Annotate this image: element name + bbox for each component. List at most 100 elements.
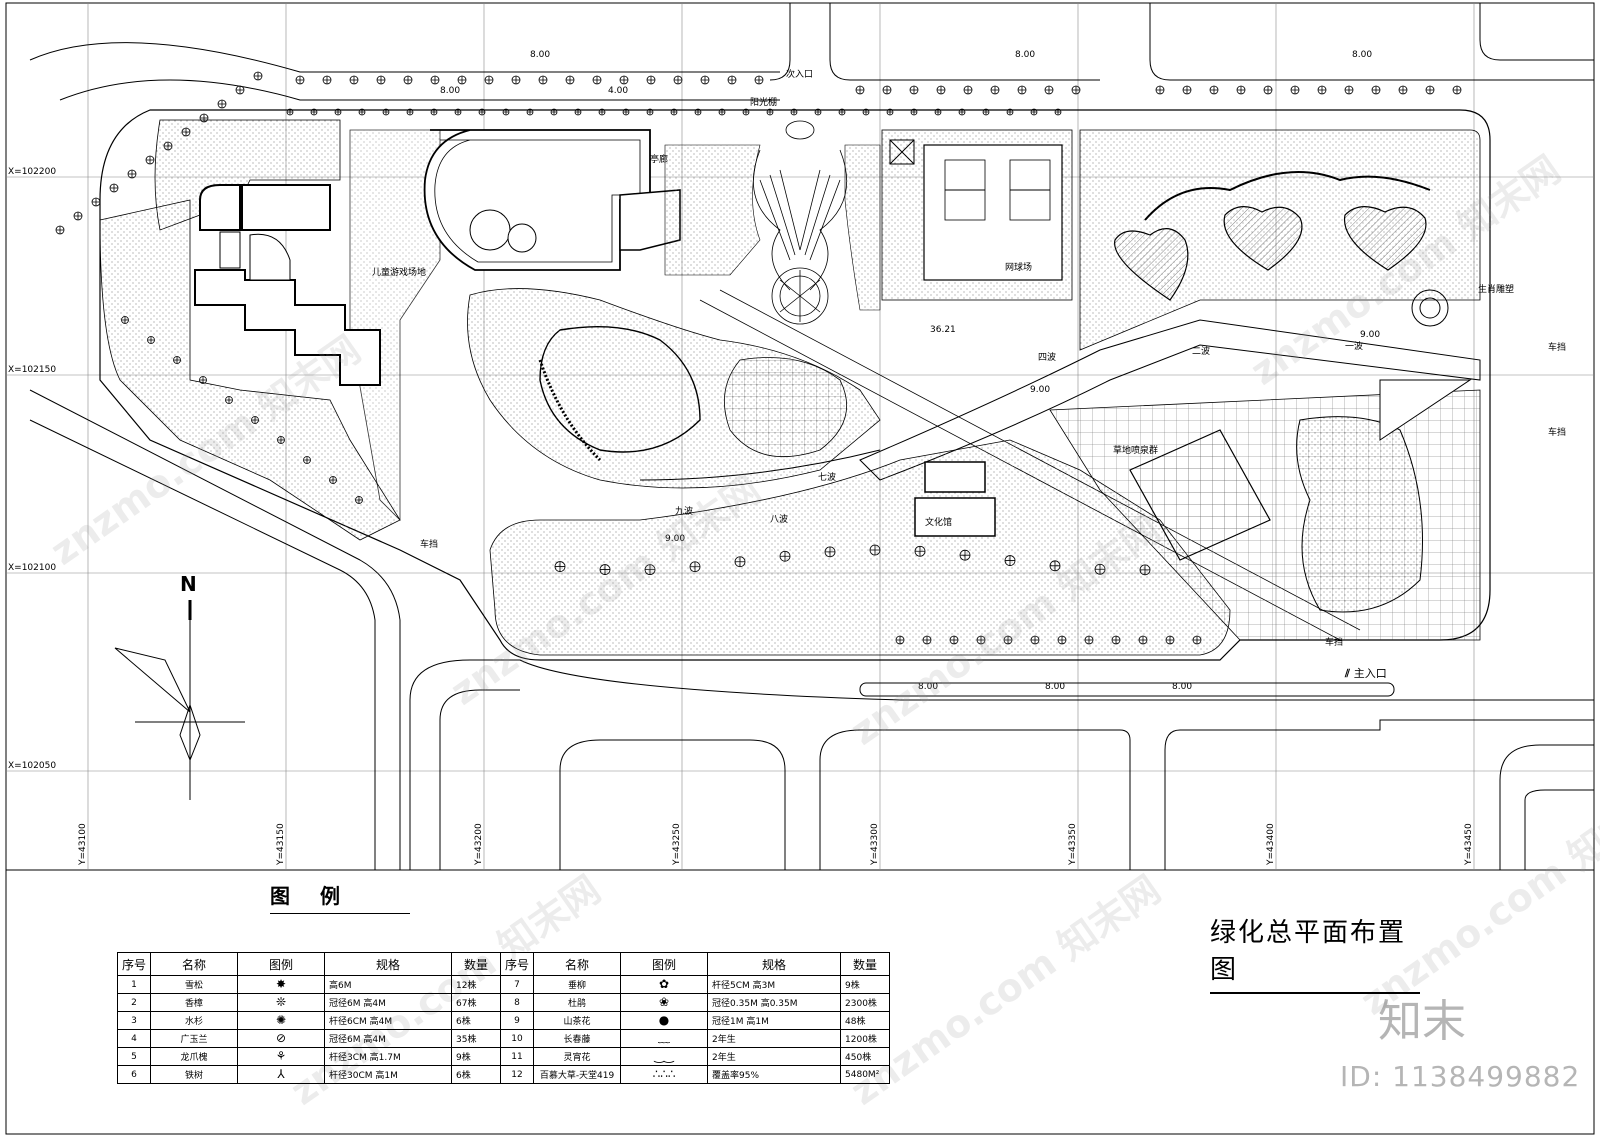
label-step: 九波 — [675, 507, 694, 517]
label-car-stop: 车挡 — [1548, 343, 1567, 353]
label-dimension: 8.00 — [530, 50, 551, 60]
legend-cell: 8 — [500, 993, 535, 1012]
legend-row: 5 龙爪槐 ⚘ 杆径3CM 高1.7M 9株 11 灵宵花 ‿‿ 2年生 450… — [116, 1047, 891, 1066]
tree-symbol — [1055, 109, 1061, 115]
label-dimension: 8.00 — [1352, 50, 1373, 60]
tree-symbol — [407, 109, 413, 115]
tree-symbol — [431, 76, 439, 84]
tree-symbol — [839, 109, 845, 115]
label-sculpture: 生肖雕塑 — [1478, 285, 1515, 295]
label-car-stop: 车挡 — [1325, 638, 1344, 648]
tree-symbol — [870, 545, 880, 556]
tree-symbol — [329, 476, 337, 484]
tree-symbol — [1045, 86, 1053, 94]
tree-symbol — [887, 109, 893, 115]
tree-symbol — [935, 109, 941, 115]
tree-symbol — [1058, 636, 1066, 644]
grid-y-label: Y=43250 — [672, 823, 682, 865]
tree-symbol — [883, 86, 891, 94]
tree-symbol — [911, 109, 917, 115]
legend-cell: 长春藤 — [533, 1029, 622, 1048]
tree-symbol — [566, 76, 574, 84]
tree-symbol — [503, 109, 509, 115]
legend-cell: 杆径3CM 高1.7M — [324, 1047, 453, 1066]
heart-pavilions — [1114, 206, 1427, 301]
tree-symbol — [539, 76, 547, 84]
image-id: ID: 1138499882 — [1340, 1060, 1581, 1093]
metasequoia-symbol-icon: ✺ — [237, 1011, 326, 1030]
tree-symbol — [225, 396, 233, 404]
legend-cell: 11 — [500, 1047, 535, 1066]
legend-cell: 2年生 — [707, 1047, 842, 1066]
tree-symbol — [1005, 555, 1015, 566]
tree-symbol — [983, 109, 989, 115]
tree-symbol — [719, 109, 725, 115]
tree-symbol — [455, 109, 461, 115]
label-dimension: 8.00 — [440, 86, 461, 96]
grid-x-label: X=102200 — [8, 167, 57, 177]
tree-symbol — [1140, 564, 1150, 575]
tree-symbol — [458, 76, 466, 84]
tree-symbol — [728, 76, 736, 84]
legend-cell: 垂柳 — [533, 975, 622, 994]
tree-symbol — [251, 416, 259, 424]
label-dimension: 8.00 — [1045, 682, 1066, 692]
legend-cell: 覆盖率95% — [707, 1065, 842, 1084]
tree-symbol — [146, 156, 154, 164]
tree-symbol — [1072, 86, 1080, 94]
tree-symbol — [1031, 636, 1039, 644]
legend-header: 序号 — [116, 952, 152, 976]
legend-cell: 杆径6CM 高4M — [324, 1011, 453, 1030]
label-car-stop: 车挡 — [420, 540, 439, 550]
legend-header-row: 序号 名称 图例 规格 数量 序号 名称 图例 规格 数量 — [116, 952, 891, 976]
tree-symbol — [1031, 109, 1037, 115]
main-entrance-marker: ⫽ 主入口 — [1345, 665, 1387, 681]
tree-symbol — [1453, 86, 1461, 94]
tree-symbol — [1345, 86, 1353, 94]
grid-y-label: Y=43400 — [1266, 823, 1276, 865]
tree-symbol — [1237, 86, 1245, 94]
buildings-left — [194, 184, 381, 386]
tree-symbol — [915, 546, 925, 557]
grid-y-label: Y=43350 — [1068, 823, 1078, 865]
tree-symbol — [74, 212, 82, 220]
legend-cell: 冠径6M 高4M — [324, 993, 453, 1012]
legend-table: 序号 名称 图例 规格 数量 序号 名称 图例 规格 数量 1 雪松 ✸ 高6M… — [116, 952, 891, 1084]
grid-x-label: X=102100 — [8, 563, 57, 573]
tree-symbol — [555, 561, 565, 572]
tree-symbol — [863, 109, 869, 115]
trumpet-creeper-symbol-icon: ‿‿ — [620, 1047, 709, 1066]
tree-symbol — [825, 546, 835, 557]
legend-cell: 9株 — [451, 1047, 502, 1066]
tree-symbol — [950, 636, 958, 644]
tree-symbol — [575, 109, 581, 115]
tree-symbol — [959, 109, 965, 115]
tree-symbol — [173, 356, 181, 364]
legend-header: 数量 — [451, 952, 502, 976]
tree-symbol — [359, 109, 365, 115]
tree-symbol — [645, 564, 655, 575]
tree-symbol — [164, 142, 172, 150]
tree-symbol — [623, 109, 629, 115]
tree-symbol — [690, 561, 700, 572]
tree-symbol — [527, 109, 533, 115]
tree-symbol — [236, 86, 244, 94]
tree-symbol — [600, 564, 610, 575]
tree-symbol — [977, 636, 985, 644]
legend-cell: 10 — [500, 1029, 535, 1048]
legend-cell: 1200株 — [840, 1029, 891, 1048]
legend-cell: 5480M² — [840, 1065, 891, 1084]
tree-symbol — [110, 184, 118, 192]
label-dimension: 8.00 — [1015, 50, 1036, 60]
brand-logo: 知末 — [1378, 996, 1466, 1047]
tree-symbol — [1004, 636, 1012, 644]
legend-header: 图例 — [237, 952, 326, 976]
tree-symbol — [743, 109, 749, 115]
legend-cell: 35株 — [451, 1029, 502, 1048]
tree-symbol — [56, 226, 64, 234]
tree-symbol — [323, 76, 331, 84]
tree-symbol — [1183, 86, 1191, 94]
tree-symbol — [755, 76, 763, 84]
legend-cell: 6 — [116, 1065, 152, 1084]
